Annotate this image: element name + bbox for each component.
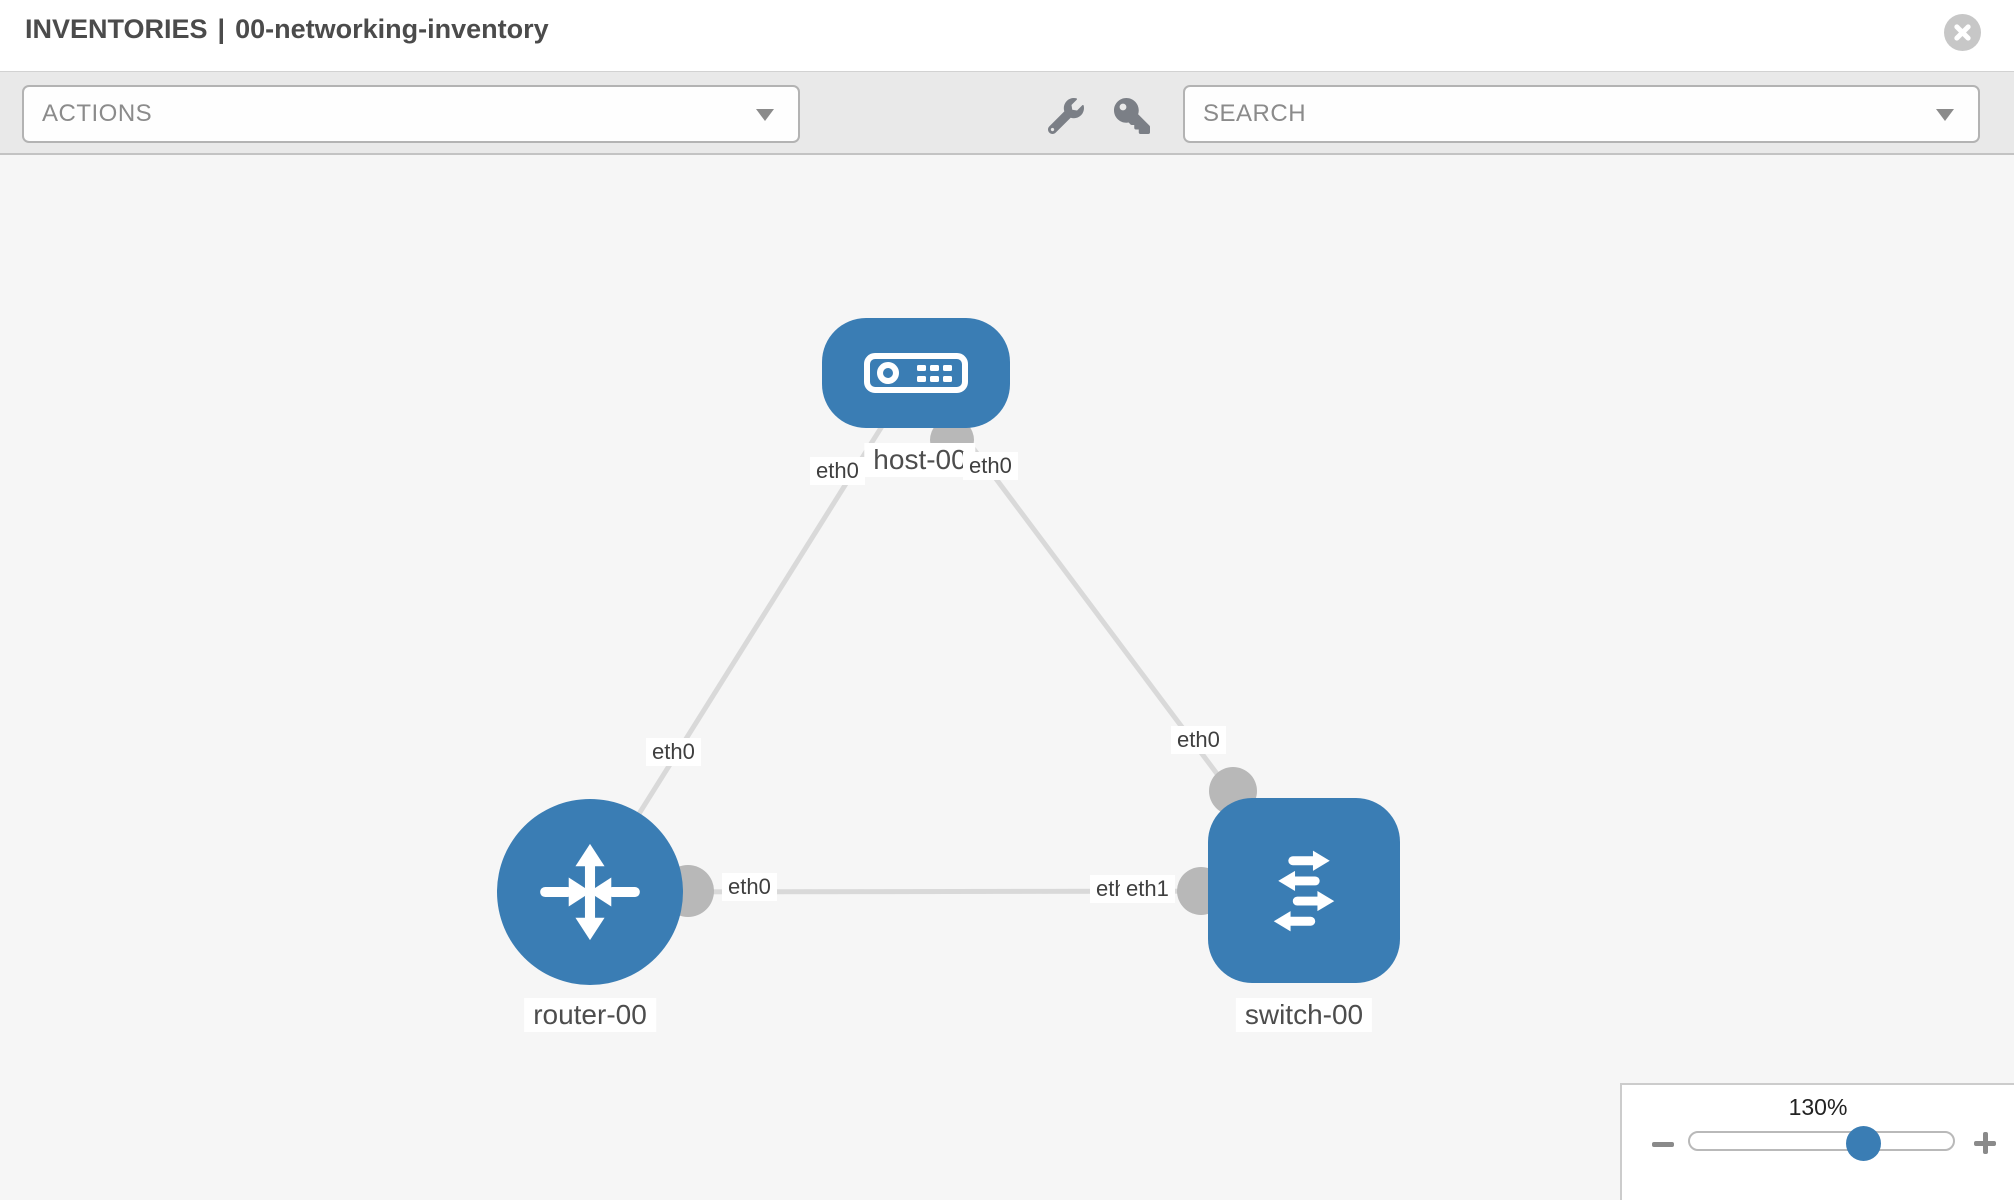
topology-canvas[interactable]: host-00 router-00 switch-00 eth0 eth0 et… (0, 155, 2014, 1200)
chevron-down-icon (756, 109, 774, 121)
node-router-00[interactable] (497, 799, 683, 985)
actions-dropdown[interactable]: ACTIONS (22, 85, 800, 143)
actions-dropdown-label: ACTIONS (42, 100, 153, 127)
interface-label: eth0 (646, 738, 701, 767)
inventory-name: 00-networking-inventory (235, 14, 549, 44)
node-label-host: host-00 (864, 443, 976, 478)
node-switch-00[interactable] (1208, 798, 1400, 983)
interface-label: eth0 (810, 457, 865, 486)
page-title: INVENTORIES | 00-networking-inventory (25, 14, 549, 45)
search-dropdown[interactable]: SEARCH (1183, 85, 1980, 143)
toolbar: ACTIONS SEARCH (0, 71, 2014, 155)
search-dropdown-label: SEARCH (1203, 100, 1307, 127)
close-button[interactable] (1944, 14, 1981, 51)
links-layer (587, 370, 1307, 917)
interface-label: eth0 (722, 873, 777, 902)
switch-icon (1273, 850, 1335, 931)
node-label-switch: switch-00 (1235, 998, 1373, 1033)
interface-label: eth0 (963, 452, 1018, 481)
minus-icon (1652, 1142, 1674, 1147)
interface-label: eth1 (1120, 875, 1175, 904)
tools-button[interactable] (1044, 96, 1088, 136)
interface-label: eth0 (1171, 726, 1226, 755)
zoom-slider-handle[interactable] (1846, 1126, 1881, 1161)
node-label-router: router-00 (524, 998, 656, 1033)
node-host-00[interactable] (822, 318, 1010, 428)
key-icon (1114, 98, 1150, 134)
page-title-separator: | (217, 14, 226, 44)
page-title-section: INVENTORIES (25, 14, 208, 44)
wrench-icon (1048, 98, 1084, 134)
zoom-slider-track[interactable] (1688, 1131, 1955, 1151)
credentials-button[interactable] (1110, 96, 1154, 136)
zoom-control-panel: 130% (1620, 1083, 2014, 1200)
host-icon (864, 353, 968, 393)
zoom-in-button[interactable] (1971, 1129, 1999, 1157)
router-icon (540, 843, 640, 941)
header: INVENTORIES | 00-networking-inventory (0, 0, 2014, 71)
chevron-down-icon (1936, 109, 1954, 121)
zoom-out-button[interactable] (1649, 1130, 1677, 1158)
zoom-level-value: 130% (1788, 1094, 1848, 1120)
plus-icon (1982, 1132, 1988, 1154)
